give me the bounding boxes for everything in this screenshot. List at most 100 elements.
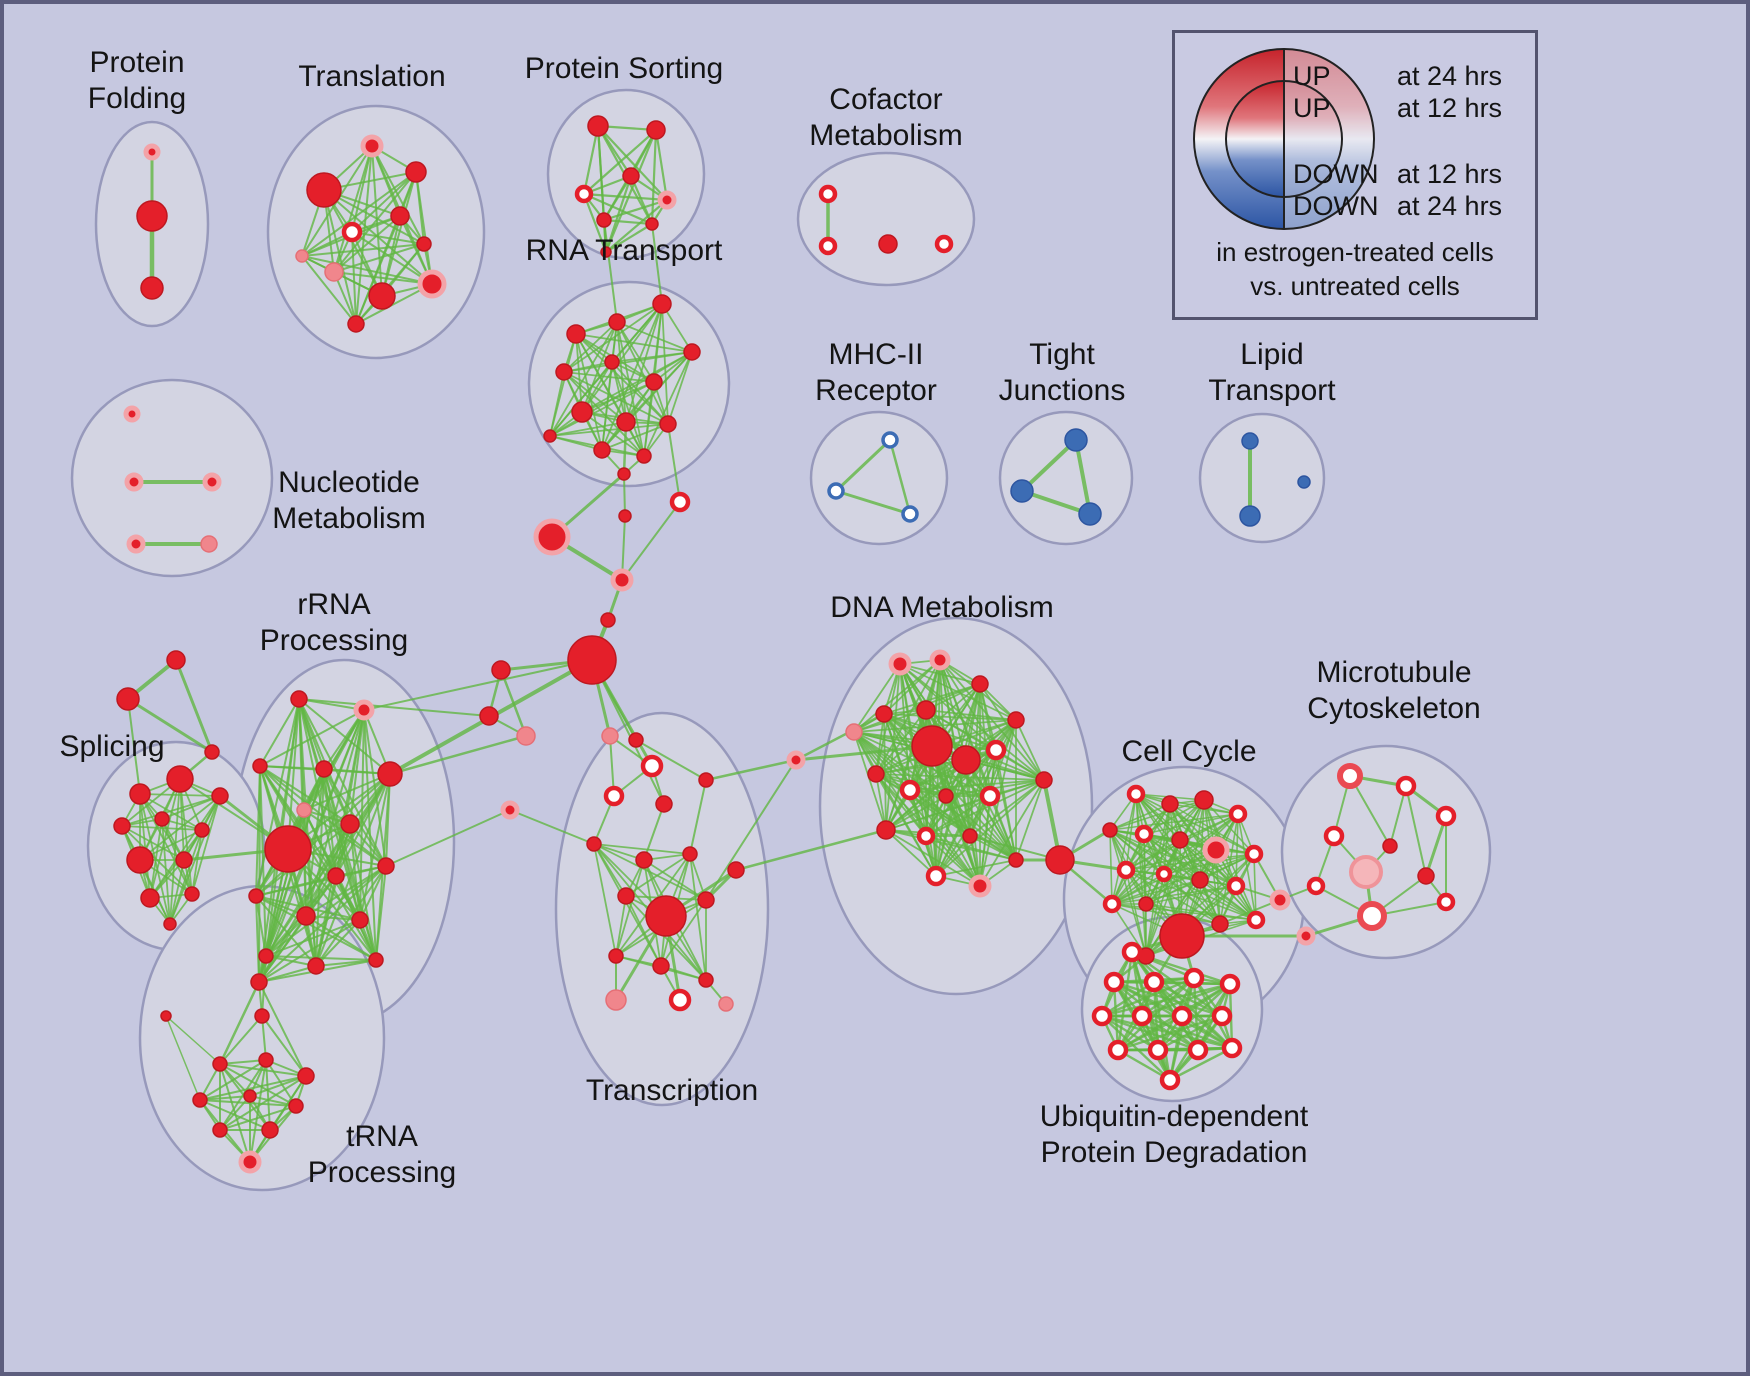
network-node[interactable] [1296,926,1316,946]
network-node[interactable] [682,846,698,862]
network-node[interactable] [243,1089,257,1103]
network-node[interactable] [659,415,677,433]
network-node[interactable] [574,184,594,204]
network-node[interactable] [136,200,168,232]
network-node[interactable] [1116,860,1136,880]
network-node[interactable] [1323,825,1345,847]
network-node[interactable] [786,750,806,770]
network-node[interactable] [628,732,644,748]
network-node[interactable] [1241,432,1259,450]
network-node[interactable] [1161,795,1179,813]
network-node[interactable] [1102,894,1122,914]
network-node[interactable] [601,727,619,745]
network-node[interactable] [1008,852,1024,868]
network-node[interactable] [881,431,899,449]
network-node[interactable] [1102,822,1118,838]
network-node[interactable] [610,568,634,592]
network-node[interactable] [1035,771,1053,789]
network-node[interactable] [126,846,154,874]
network-node[interactable] [640,754,664,778]
network-node[interactable] [901,505,919,523]
network-node[interactable] [175,851,193,869]
network-node[interactable] [1159,1069,1181,1091]
network-node[interactable] [340,814,360,834]
network-node[interactable] [368,952,384,968]
network-node[interactable] [1183,967,1205,989]
network-node[interactable] [252,758,268,774]
network-node[interactable] [636,448,652,464]
network-node[interactable] [1159,913,1205,959]
network-node[interactable] [1436,892,1456,912]
network-node[interactable] [718,996,734,1012]
network-node[interactable] [341,221,363,243]
network-node[interactable] [290,690,308,708]
network-node[interactable] [204,744,220,760]
network-node[interactable] [315,760,333,778]
network-node[interactable] [635,851,653,869]
network-node[interactable] [353,699,375,721]
network-node[interactable] [929,649,951,671]
network-node[interactable] [1357,901,1387,931]
network-node[interactable] [1194,790,1214,810]
network-node[interactable] [566,324,586,344]
network-node[interactable] [567,635,617,685]
network-node[interactable] [618,509,632,523]
network-node[interactable] [600,246,612,258]
network-node[interactable] [911,725,953,767]
network-node[interactable] [876,820,896,840]
network-node[interactable] [968,874,992,898]
network-node[interactable] [818,184,838,204]
network-node[interactable] [845,723,863,741]
network-node[interactable] [212,1056,228,1072]
network-node[interactable] [683,343,701,361]
network-node[interactable] [985,739,1007,761]
network-node[interactable] [1269,889,1291,911]
network-node[interactable] [1382,838,1398,854]
network-node[interactable] [296,906,316,926]
network-node[interactable] [1228,804,1248,824]
network-node[interactable] [288,1098,304,1114]
network-node[interactable] [586,836,602,852]
network-node[interactable] [491,660,511,680]
network-node[interactable] [698,772,714,788]
network-node[interactable] [250,973,268,991]
network-node[interactable] [645,373,663,391]
network-node[interactable] [166,765,194,793]
network-node[interactable] [622,167,640,185]
network-node[interactable] [888,652,912,676]
network-node[interactable] [657,190,677,210]
network-node[interactable] [1147,1039,1169,1061]
network-node[interactable] [1143,971,1165,993]
network-node[interactable] [500,800,520,820]
network-node[interactable] [1211,915,1229,933]
network-node[interactable] [925,865,947,887]
network-node[interactable] [875,705,893,723]
network-node[interactable] [123,405,141,423]
network-node[interactable] [296,802,312,818]
network-node[interactable] [1246,910,1266,930]
network-node[interactable] [916,826,936,846]
network-node[interactable] [1126,784,1146,804]
network-node[interactable] [347,315,365,333]
network-node[interactable] [604,354,620,370]
network-node[interactable] [212,1122,228,1138]
network-node[interactable] [617,887,635,905]
network-node[interactable] [543,429,557,443]
network-node[interactable] [306,172,342,208]
network-node[interactable] [297,1067,315,1085]
network-node[interactable] [979,785,1001,807]
network-node[interactable] [962,828,978,844]
network-node[interactable] [264,825,312,873]
network-node[interactable] [605,989,627,1011]
network-node[interactable] [1134,824,1154,844]
network-node[interactable] [727,861,745,879]
network-node[interactable] [261,1121,279,1139]
network-node[interactable] [697,891,715,909]
network-node[interactable] [1064,428,1088,452]
network-node[interactable] [916,700,936,720]
network-node[interactable] [254,1008,270,1024]
network-node[interactable] [669,491,691,513]
network-node[interactable] [124,472,144,492]
network-node[interactable] [238,1150,262,1174]
network-node[interactable] [1138,896,1154,912]
